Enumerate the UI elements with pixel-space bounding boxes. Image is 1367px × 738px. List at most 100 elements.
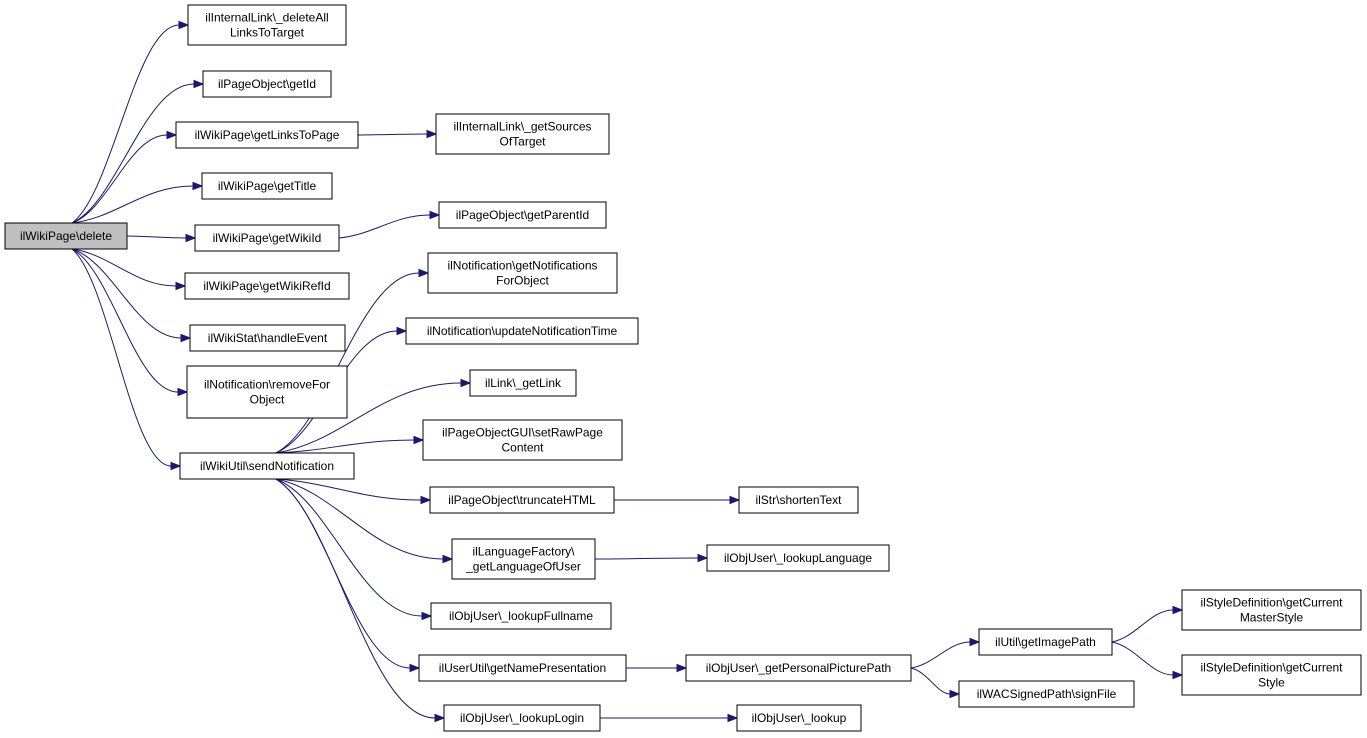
- node-label: ilObjUser\_getPersonalPicturePath: [706, 661, 891, 675]
- node-lookupfullname[interactable]: ilObjUser\_lookupFullname: [430, 602, 612, 630]
- edge-line: [275, 439, 415, 454]
- edge-line: [275, 382, 462, 454]
- node-label: ilStyleDefinition\getCurrent: [1200, 596, 1343, 610]
- node-gettitle[interactable]: ilWikiPage\getTitle: [201, 172, 333, 200]
- node-getwikiid[interactable]: ilWikiPage\getWikiId: [194, 224, 340, 252]
- edge-delete-to-handleEvent: [71, 248, 192, 343]
- node-box: [175, 121, 359, 149]
- arrow-head-icon: [420, 495, 432, 505]
- node-delete[interactable]: ilWikiPage\delete: [4, 222, 128, 250]
- node-label: ilObjUser\_lookup: [752, 711, 847, 725]
- edge-delete-to-getWikiRefId: [72, 248, 187, 291]
- edge-line: [910, 641, 971, 669]
- arrow-head-icon: [1172, 605, 1184, 615]
- arrow-head-icon: [177, 387, 189, 397]
- node-label: LinksToTarget: [230, 26, 305, 40]
- edge-sendNotification-to-getLanguageOfUser: [275, 478, 454, 564]
- node-truncatehtml[interactable]: ilPageObject\truncateHTML: [429, 486, 615, 514]
- node-box: [187, 4, 347, 46]
- node-getnamepres[interactable]: ilUserUtil\getNamePresentation: [418, 654, 627, 682]
- arrow-head-icon: [697, 553, 709, 563]
- edge-line: [338, 214, 431, 239]
- node-signfile[interactable]: ilWACSignedPath\signFile: [958, 680, 1135, 708]
- node-getlinkstopage[interactable]: ilWikiPage\getLinksToPage: [175, 121, 359, 149]
- node-label: ilPageObject\getParentId: [456, 208, 589, 222]
- node-label: ForObject: [496, 274, 549, 288]
- edge-delete-to-sendNotification: [71, 248, 182, 471]
- edge-line: [72, 185, 194, 224]
- node-label: Style: [1258, 676, 1285, 690]
- edge-sendNotification-to-lookupFullname: [275, 478, 433, 621]
- edge-line: [72, 248, 177, 287]
- edge-sendNotification-to-setRawPage: [275, 435, 425, 454]
- edge-line: [275, 272, 420, 454]
- node-getid[interactable]: ilPageObject\getId: [202, 70, 332, 98]
- node-box: [186, 365, 348, 419]
- edge-line: [1111, 641, 1174, 676]
- node-label: ilObjUser\_lookupLogin: [460, 711, 584, 725]
- node-getparentid[interactable]: ilPageObject\getParentId: [438, 201, 607, 229]
- node-box: [1181, 589, 1362, 631]
- node-label: ilWACSignedPath\signFile: [977, 687, 1117, 701]
- edge-lookupLogin-to-lookup: [600, 713, 739, 723]
- node-shortentext[interactable]: ilStr\shortenText: [738, 486, 859, 514]
- node-layer: ilWikiPage\delete ilInternalLink\_deleteA…: [4, 4, 1362, 732]
- edge-line: [594, 557, 699, 560]
- node-label: Object: [250, 393, 285, 407]
- node-label: ilPageObject\truncateHTML: [448, 493, 596, 507]
- node-label: ilWikiUtil\sendNotification: [200, 459, 334, 473]
- node-label: ilUtil\getImagePath: [995, 635, 1096, 649]
- node-box: [194, 224, 340, 252]
- node-handleevent[interactable]: ilWikiStat\handleEvent: [189, 324, 346, 352]
- edge-line: [910, 667, 951, 695]
- node-getpersonalpic[interactable]: ilObjUser\_getPersonalPicturePath: [685, 654, 912, 682]
- node-getlanguageofuser[interactable]: ilLanguageFactory\_getLanguageOfUser: [451, 538, 596, 580]
- node-box: [4, 222, 128, 250]
- node-box: [469, 369, 577, 397]
- node-lookuplogin[interactable]: ilObjUser\_lookupLogin: [443, 704, 601, 732]
- node-label: ilStr\shortenText: [755, 493, 842, 507]
- node-getlink[interactable]: ilLink\_getLink: [469, 369, 577, 397]
- arrow-head-icon: [396, 326, 408, 336]
- edge-delete-to-getLinksToPage: [71, 130, 178, 224]
- node-getimagepath[interactable]: ilUtil\getImagePath: [978, 628, 1113, 656]
- arrow-head-icon: [434, 713, 446, 723]
- node-label: ilUserUtil\getNamePresentation: [439, 661, 606, 675]
- node-updatenotif[interactable]: ilNotification\updateNotificationTime: [405, 317, 639, 345]
- node-label: ilObjUser\_lookupLanguage: [724, 551, 872, 565]
- node-lookuplanguage[interactable]: ilObjUser\_lookupLanguage: [706, 544, 890, 572]
- arrow-head-icon: [676, 663, 688, 673]
- edge-line: [275, 478, 444, 560]
- node-label: ilStyleDefinition\getCurrent: [1200, 661, 1343, 675]
- edge-delete-to-getTitle: [72, 181, 204, 224]
- node-box: [189, 324, 346, 352]
- node-lookup[interactable]: ilObjUser\_lookup: [736, 704, 862, 732]
- edge-line: [71, 248, 182, 339]
- edge-line: [71, 83, 195, 224]
- edge-line: [71, 24, 180, 224]
- node-box: [706, 544, 890, 572]
- node-label: ilInternalLink\_getSources: [453, 120, 591, 134]
- node-box: [202, 70, 332, 98]
- node-sendnotification[interactable]: ilWikiUtil\sendNotification: [179, 452, 355, 480]
- node-label: ilPageObject\getId: [218, 77, 316, 91]
- edge-getImagePath-to-masterStyle: [1111, 605, 1184, 643]
- node-getwikirefid[interactable]: ilWikiPage\getWikiRefId: [184, 272, 350, 300]
- edge-getNamePres-to-getPersonalPic: [626, 663, 688, 673]
- edge-line: [1111, 609, 1174, 643]
- arrow-head-icon: [180, 333, 192, 343]
- node-box: [1181, 654, 1362, 696]
- edge-delete-to-removeFor: [71, 248, 189, 397]
- node-box: [435, 113, 610, 155]
- arrow-head-icon: [175, 281, 187, 291]
- edge-layer: [71, 20, 1184, 723]
- arrow-head-icon: [969, 637, 981, 647]
